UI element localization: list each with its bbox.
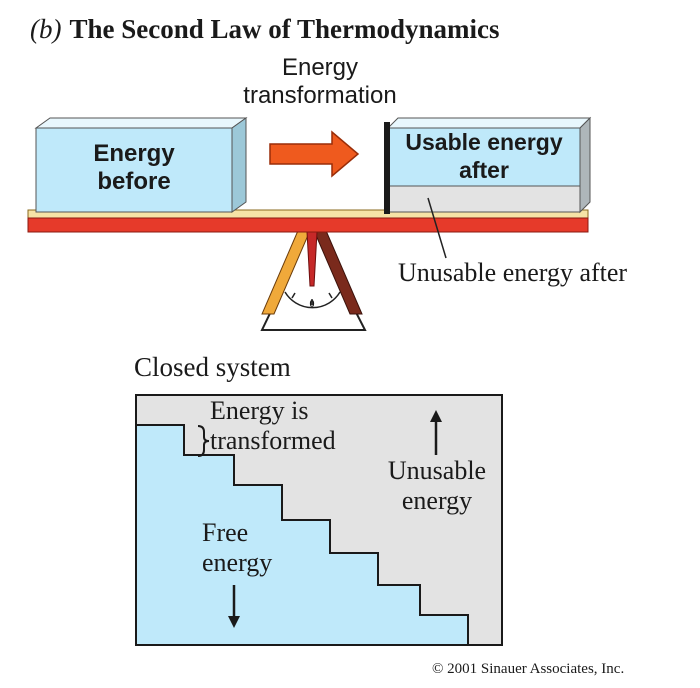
energy-after-box — [384, 116, 592, 214]
transformation-label: Energy transformation — [240, 54, 400, 110]
energy-before-box — [34, 117, 248, 213]
fulcrum — [260, 223, 367, 331]
unusable-energy-line2: energy — [401, 486, 473, 515]
free-energy-line2: energy — [202, 548, 273, 577]
balance-beam — [27, 209, 589, 233]
unusable-energy-after-label: Unusable energy after — [398, 258, 628, 287]
usable-energy-after-label: Usable energy after — [388, 128, 580, 184]
closed-system-title: Closed system — [134, 352, 291, 382]
energy-transformed-line2: transformed — [210, 426, 336, 455]
energy-before-label-line1: Energy — [93, 140, 175, 167]
title-text: The Second Law of Thermodynamics — [69, 14, 500, 44]
energy-before-label-line2: before — [97, 168, 171, 195]
energy-before-label: Energy before — [36, 140, 232, 196]
down-arrow-icon — [228, 585, 240, 628]
transformation-label-line2: transformation — [243, 82, 397, 109]
up-arrow-icon — [430, 410, 442, 455]
figure-title: (b)The Second Law of Thermodynamics — [30, 14, 500, 45]
free-energy-line1: Free — [202, 518, 249, 547]
scale-zero-label: 0 — [309, 299, 315, 310]
free-energy-label: Free energy — [202, 518, 272, 578]
brace-icon — [197, 425, 210, 457]
usable-energy-after-line2: after — [459, 157, 509, 183]
unusable-pointer-line — [427, 197, 447, 259]
unusable-energy-label: Unusable energy — [374, 456, 500, 516]
unusable-energy-line1: Unusable — [387, 456, 487, 485]
energy-transformed-label: Energy is transformed — [210, 396, 336, 456]
transformation-arrow — [269, 130, 360, 178]
panel-label: (b) — [30, 14, 62, 44]
usable-energy-after-line1: Usable energy — [405, 129, 563, 155]
energy-transformed-line1: Energy is — [210, 396, 309, 425]
transformation-label-line1: Energy — [281, 54, 359, 81]
copyright-notice: © 2001 Sinauer Associates, Inc. — [432, 661, 625, 677]
closed-system-box — [135, 394, 503, 646]
